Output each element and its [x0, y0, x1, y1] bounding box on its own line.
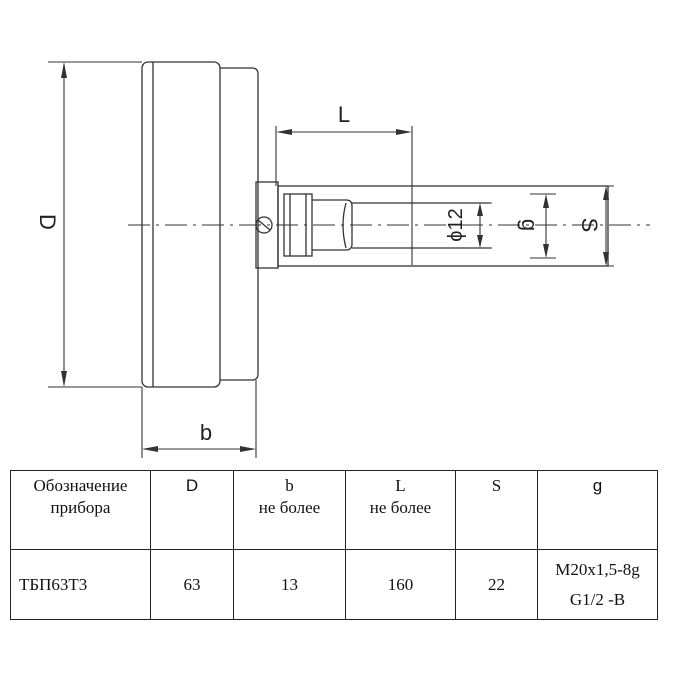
cell-S: 22: [455, 549, 538, 620]
stem-outer: [277, 185, 609, 267]
rear-body: [220, 67, 259, 381]
thermometer-drawing-svg: D b L ϕ12 g S: [35, 61, 650, 458]
label-g: g: [517, 219, 542, 231]
table-header-row: Обозначение прибора D b не более L не бо…: [10, 470, 658, 550]
cell-b: 13: [233, 549, 346, 620]
technical-drawing: D b L ϕ12 g S: [35, 61, 650, 458]
label-dia12: ϕ12: [445, 208, 467, 241]
header-S: S: [455, 470, 538, 550]
header-L: L не более: [345, 470, 456, 550]
header-g: g: [537, 470, 658, 550]
label-S: S: [577, 218, 602, 233]
label-b: b: [200, 420, 212, 445]
header-designation: Обозначение прибора: [10, 470, 151, 550]
label-D: D: [35, 214, 60, 230]
cell-designation: ТБП63Т3: [10, 549, 151, 620]
label-L: L: [338, 102, 350, 127]
header-D: D: [150, 470, 234, 550]
header-b: b не более: [233, 470, 346, 550]
cell-g: M20x1,5-8g G1/2 -B: [537, 549, 658, 620]
table-row: ТБП63Т3 63 13 160 22 M20x1,5-8g G1/2 -B: [10, 549, 658, 620]
cell-L: 160: [345, 549, 456, 620]
cell-D: 63: [150, 549, 234, 620]
spec-table: Обозначение прибора D b не более L не бо…: [10, 470, 658, 620]
